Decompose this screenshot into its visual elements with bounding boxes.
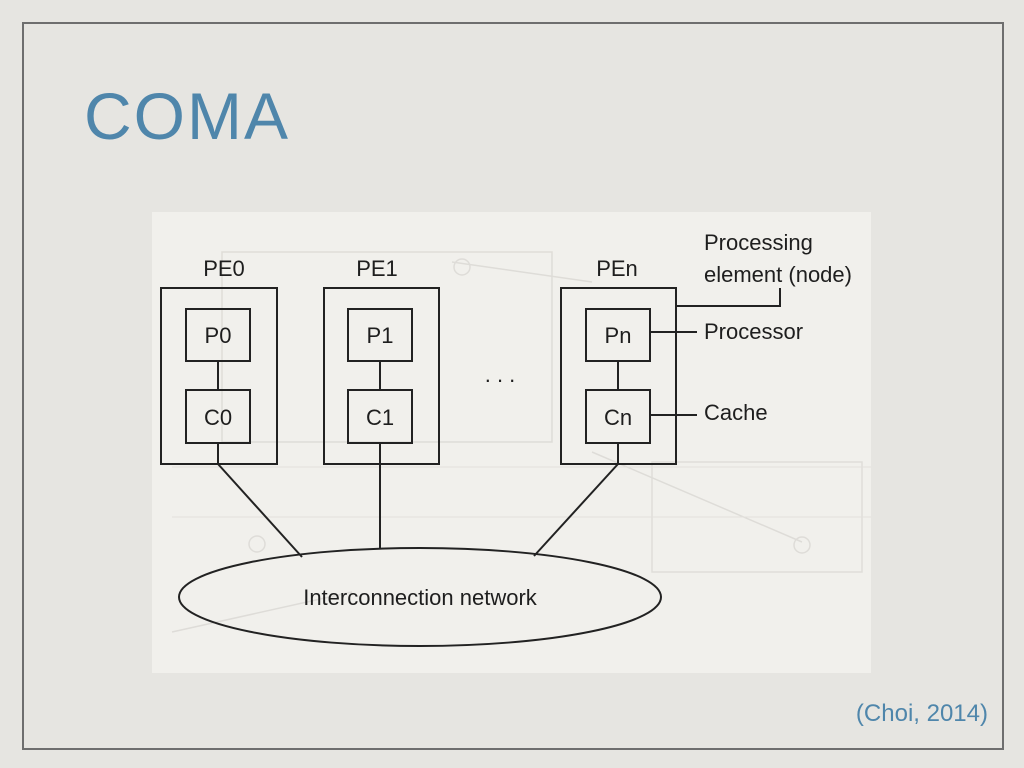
pen-network-link (533, 463, 619, 557)
pe-annotation-leader (676, 288, 781, 307)
pen-node: PEn Pn Cn (560, 256, 677, 465)
c1-label: C1 (366, 405, 394, 430)
annotation-pe-line2: element (node) (704, 262, 852, 287)
interconnection-network (178, 547, 662, 647)
pn-label: Pn (605, 323, 632, 348)
annotation-pe-line1: Processing (704, 230, 813, 255)
c0-label: C0 (204, 405, 232, 430)
pe1-label: PE1 (356, 256, 398, 281)
pe1-node: PE1 P1 C1 (323, 256, 440, 465)
pe0-network-link (217, 463, 303, 558)
slide-frame (22, 22, 1004, 750)
annotation-cache: Cache (704, 400, 768, 425)
p0-label: P0 (205, 323, 232, 348)
p1-label: P1 (367, 323, 394, 348)
coma-diagram: PE0 P0 C0 PE1 P1 C1 . . . PEn Pn (152, 212, 871, 673)
pe0-label: PE0 (203, 256, 245, 281)
pe0-node: PE0 P0 C0 (160, 256, 278, 465)
ellipsis: . . . (485, 362, 516, 387)
cn-label: Cn (604, 405, 632, 430)
slide-title: COMA (84, 79, 290, 153)
pe1-box (323, 287, 440, 465)
annotations: Processing element (node) Processor Cach… (650, 230, 852, 425)
citation: (Choi, 2014) (855, 700, 988, 727)
network-label: Interconnection network (303, 585, 538, 610)
diagram-canvas: PE0 P0 C0 PE1 P1 C1 . . . PEn Pn (160, 230, 871, 647)
annotation-processor: Processor (704, 319, 803, 344)
pen-label: PEn (596, 256, 638, 281)
